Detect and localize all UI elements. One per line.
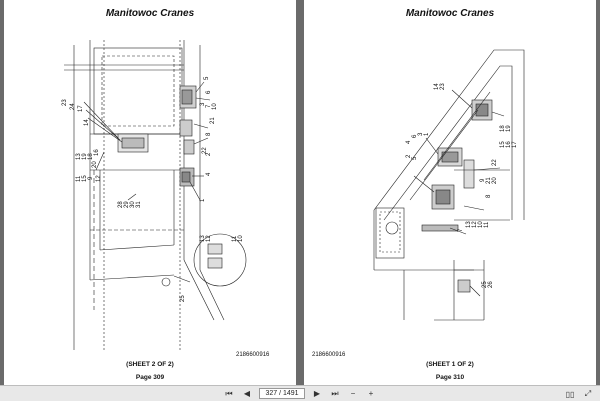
svg-text:30: 30 — [130, 201, 136, 208]
zoom-in-icon[interactable]: + — [368, 389, 374, 398]
next-page-icon[interactable]: ▶ — [313, 389, 321, 398]
zoom-out-icon[interactable]: − — [350, 389, 356, 398]
svg-text:23: 23 — [440, 83, 446, 90]
svg-text:28: 28 — [118, 201, 124, 208]
svg-text:8: 8 — [486, 194, 492, 198]
svg-text:3: 3 — [418, 132, 424, 136]
svg-text:4: 4 — [206, 172, 212, 176]
svg-text:5: 5 — [204, 76, 210, 80]
svg-text:18: 18 — [88, 153, 94, 160]
fullscreen-icon[interactable]: ⤢ — [584, 389, 592, 398]
svg-text:31: 31 — [136, 201, 142, 208]
svg-text:14: 14 — [434, 83, 440, 90]
page-number: Page 310 — [435, 374, 465, 381]
svg-text:26: 26 — [488, 281, 494, 288]
two-page-view-icon[interactable]: ▯▯ — [565, 389, 575, 399]
page-header: Manitowoc Cranes — [405, 8, 495, 19]
svg-text:17: 17 — [512, 141, 518, 148]
svg-text:22: 22 — [492, 159, 498, 166]
svg-text:6: 6 — [412, 134, 418, 138]
svg-text:12: 12 — [96, 175, 102, 182]
svg-text:8: 8 — [206, 132, 212, 136]
sheet-label: (SHEET 2 OF 2) — [126, 361, 174, 368]
svg-text:3: 3 — [200, 102, 206, 106]
svg-text:10: 10 — [238, 235, 244, 242]
page-309: Manitowoc Cranes — [4, 0, 296, 385]
svg-text:15: 15 — [82, 175, 88, 182]
first-page-icon[interactable]: ⏮ — [225, 388, 233, 398]
svg-text:13: 13 — [200, 235, 206, 242]
sheet-label: (SHEET 1 OF 2) — [426, 361, 474, 368]
svg-text:11: 11 — [76, 175, 82, 182]
svg-text:21: 21 — [210, 117, 216, 124]
svg-text:6: 6 — [206, 90, 212, 94]
svg-text:29: 29 — [124, 201, 130, 208]
drawing-number: 2186600916 — [312, 352, 346, 358]
svg-text:7: 7 — [458, 228, 464, 232]
crane-schematic-sheet-2: 23 24 17 14 5 6 3 7 10 20 13 19 18 16 21… — [62, 40, 247, 350]
svg-text:24: 24 — [70, 103, 76, 110]
crane-schematic-sheet-1: 14 23 4 6 3 1 2 5 15 16 17 18 19 22 21 2… — [373, 49, 525, 321]
svg-text:9: 9 — [480, 178, 486, 182]
svg-text:12: 12 — [206, 235, 212, 242]
svg-text:4: 4 — [406, 140, 412, 144]
drawing-number: 2186600916 — [236, 352, 270, 358]
svg-text:7: 7 — [206, 104, 212, 108]
svg-text:21: 21 — [486, 177, 492, 184]
svg-text:19: 19 — [506, 125, 512, 132]
svg-text:10: 10 — [478, 221, 484, 228]
svg-text:23: 23 — [62, 99, 68, 106]
svg-text:19: 19 — [82, 153, 88, 160]
svg-text:11: 11 — [484, 221, 490, 228]
svg-text:16: 16 — [94, 149, 100, 156]
svg-text:1: 1 — [424, 132, 430, 136]
page-header: Manitowoc Cranes — [105, 8, 195, 19]
svg-text:14: 14 — [84, 119, 90, 126]
document-viewer[interactable]: Manitowoc Cranes — [0, 0, 600, 385]
previous-page-icon[interactable]: ◀ — [243, 389, 251, 398]
svg-text:10: 10 — [212, 103, 218, 110]
svg-text:2: 2 — [406, 154, 412, 158]
svg-text:11: 11 — [232, 235, 238, 242]
pdf-toolbar: ⏮ ◀ ▶ ⏭ − + ▯▯ ⤢ — [0, 385, 600, 401]
svg-text:9: 9 — [88, 176, 94, 180]
svg-text:20: 20 — [492, 177, 498, 184]
svg-text:5: 5 — [412, 156, 418, 160]
page-number: Page 309 — [135, 374, 165, 381]
svg-text:2: 2 — [206, 152, 212, 156]
svg-text:13: 13 — [76, 153, 82, 160]
page-number-input[interactable] — [259, 388, 305, 399]
last-page-icon[interactable]: ⏭ — [331, 388, 339, 398]
svg-text:20: 20 — [92, 161, 98, 168]
page-310: Manitowoc Cranes — [304, 0, 596, 385]
svg-text:22: 22 — [202, 147, 208, 154]
svg-text:12: 12 — [472, 221, 478, 228]
svg-text:13: 13 — [466, 221, 472, 228]
svg-text:18: 18 — [500, 125, 506, 132]
svg-text:15: 15 — [500, 141, 506, 148]
svg-text:16: 16 — [506, 141, 512, 148]
svg-text:25: 25 — [180, 295, 186, 302]
svg-text:17: 17 — [78, 105, 84, 112]
svg-text:1: 1 — [200, 198, 206, 202]
svg-text:25: 25 — [482, 281, 488, 288]
